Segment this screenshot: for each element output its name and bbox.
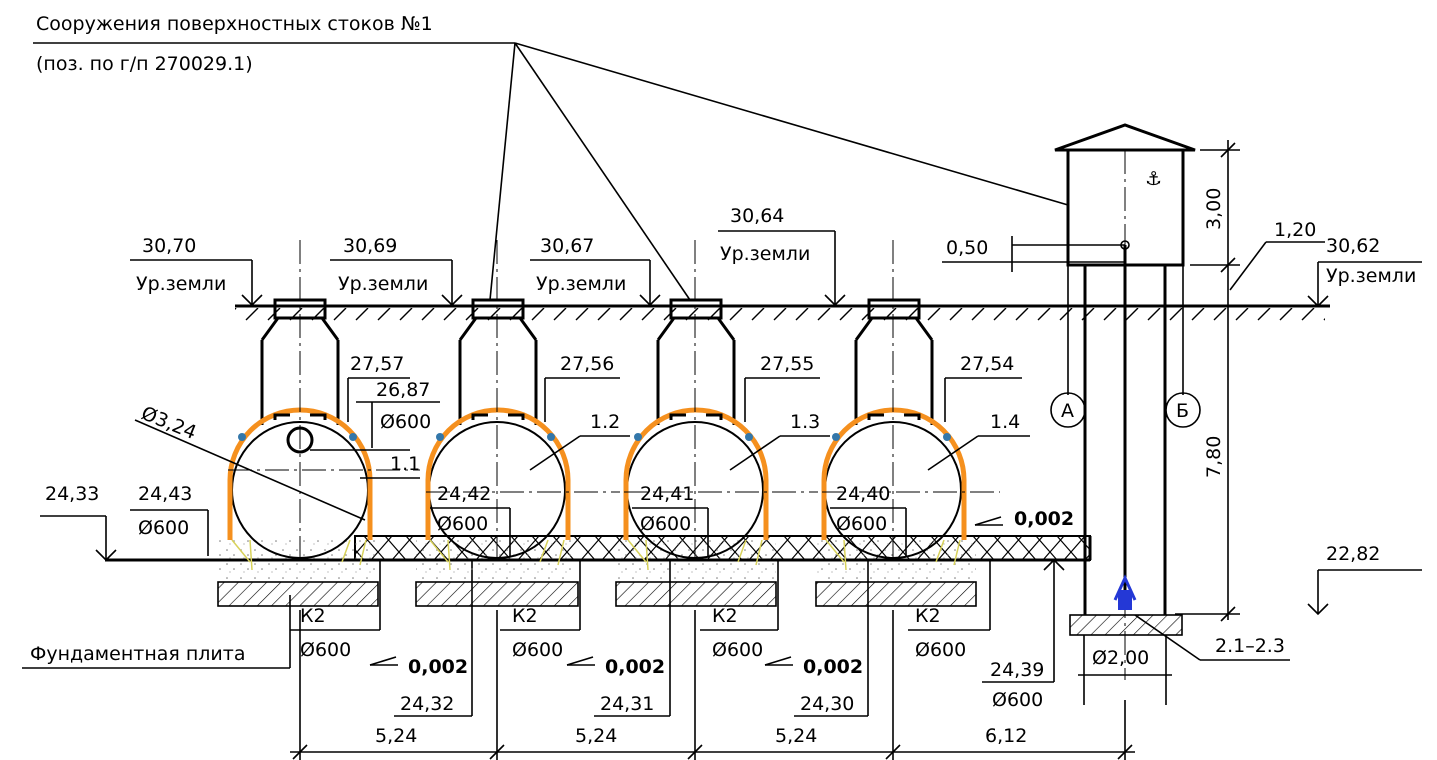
well: ⚓ А Б 3,00 7,80 1,20 0,50 22,82 Ø2,00 2.…: [942, 123, 1422, 705]
svg-text:30,64: 30,64: [730, 205, 784, 227]
ground-level-2: 30,69 Ур.земли: [330, 235, 463, 307]
tank-2: 27,56 1.2 24,42 Ø600 К2 Ø600 0,002 24,31…: [415, 240, 671, 747]
svg-text:26,87: 26,87: [376, 379, 430, 401]
svg-text:Ø600: Ø600: [836, 513, 887, 535]
tank-3: 27,55 1.3 24,41 Ø600 К2 Ø600 0,002 24,30…: [615, 240, 869, 747]
svg-text:1.2: 1.2: [590, 411, 620, 433]
svg-text:0,50: 0,50: [946, 237, 988, 259]
callout-subtitle: (поз. по г/п 270029.1): [36, 53, 253, 75]
tank-1: Ø3,24 27,57 26,87 Ø600 1.1 24,43 Ø600 К2…: [130, 240, 473, 747]
tank-diameter-label: Ø3,24: [138, 402, 199, 444]
well-height: 3,00: [1203, 188, 1225, 230]
end-level: 24,39 Ø600: [982, 558, 1065, 711]
ground-level-3: 30,67 Ур.земли: [530, 235, 661, 307]
svg-text:Ø600: Ø600: [992, 689, 1043, 711]
svg-text:Ø600: Ø600: [300, 639, 351, 661]
svg-text:5,24: 5,24: [575, 725, 617, 747]
svg-text:Ур.земли: Ур.земли: [536, 273, 626, 295]
svg-text:24,32: 24,32: [400, 693, 454, 715]
ground-level-4: 30,64 Ур.земли: [718, 205, 846, 307]
svg-text:⚓: ⚓: [1145, 168, 1162, 190]
ground-level-5: 30,62 Ур.земли: [1307, 235, 1422, 308]
foundation-label: Фундаментная плита: [22, 595, 291, 669]
axis-a-label: А: [1061, 400, 1074, 422]
svg-text:К2: К2: [712, 605, 738, 627]
svg-text:24,41: 24,41: [640, 483, 694, 505]
svg-text:24,43: 24,43: [138, 483, 192, 505]
svg-text:Ур.земли: Ур.земли: [136, 273, 226, 295]
svg-text:24,33: 24,33: [45, 483, 99, 505]
well-depth: 7,80: [1203, 436, 1225, 478]
svg-text:2.1–2.3: 2.1–2.3: [1215, 635, 1285, 657]
svg-text:24,30: 24,30: [800, 693, 854, 715]
svg-text:Ø2,00: Ø2,00: [1092, 647, 1149, 669]
left-level: 24,33: [40, 483, 117, 562]
svg-text:Ø600: Ø600: [380, 411, 431, 433]
axis-b-label: Б: [1176, 400, 1189, 422]
svg-text:Ø600: Ø600: [512, 639, 563, 661]
svg-text:5,24: 5,24: [775, 725, 817, 747]
svg-text:Ø600: Ø600: [437, 513, 488, 535]
svg-text:Ø600: Ø600: [640, 513, 691, 535]
ground-level-1: 30,70 Ур.земли: [130, 235, 263, 307]
svg-text:30,67: 30,67: [540, 235, 594, 257]
svg-text:1.1: 1.1: [390, 453, 420, 475]
svg-text:Ур.земли: Ур.земли: [1326, 265, 1416, 287]
svg-text:1.4: 1.4: [990, 411, 1020, 433]
svg-text:27,57: 27,57: [350, 353, 404, 375]
svg-text:24,40: 24,40: [836, 483, 890, 505]
svg-text:Ур.земли: Ур.земли: [338, 273, 428, 295]
svg-text:0,002: 0,002: [408, 656, 468, 678]
svg-text:К2: К2: [300, 605, 326, 627]
svg-text:27,55: 27,55: [760, 353, 814, 375]
svg-text:Фундаментная плита: Фундаментная плита: [30, 643, 245, 665]
svg-text:30,70: 30,70: [142, 235, 196, 257]
callout-title: Сооружения поверхностных стоков №1: [36, 13, 433, 35]
svg-text:0,002: 0,002: [605, 656, 665, 678]
main-slope: 0,002: [974, 508, 1074, 530]
svg-text:24,31: 24,31: [600, 693, 654, 715]
svg-text:Ø600: Ø600: [915, 639, 966, 661]
svg-text:27,54: 27,54: [960, 353, 1014, 375]
svg-text:24,39: 24,39: [990, 659, 1044, 681]
svg-text:К2: К2: [512, 605, 538, 627]
svg-text:30,62: 30,62: [1326, 235, 1380, 257]
svg-text:5,24: 5,24: [375, 725, 417, 747]
tank-4: 27,54 1.4 24,40 Ø600 К2 Ø600: [815, 240, 1030, 661]
svg-text:30,69: 30,69: [343, 235, 397, 257]
svg-text:Ø600: Ø600: [712, 639, 763, 661]
svg-text:27,56: 27,56: [560, 353, 614, 375]
svg-text:0,002: 0,002: [1014, 508, 1074, 530]
svg-text:1.3: 1.3: [790, 411, 820, 433]
svg-text:24,42: 24,42: [437, 483, 491, 505]
svg-text:1,20: 1,20: [1274, 219, 1316, 241]
svg-text:К2: К2: [915, 605, 941, 627]
dimension-line: 6,12: [290, 610, 1135, 760]
svg-text:6,12: 6,12: [985, 725, 1027, 747]
svg-text:Ø600: Ø600: [138, 517, 189, 539]
svg-text:22,82: 22,82: [1326, 543, 1380, 565]
svg-text:0,002: 0,002: [803, 656, 863, 678]
callout: Сооружения поверхностных стоков №1 (поз.…: [33, 13, 1069, 301]
svg-text:Ур.земли: Ур.земли: [720, 243, 810, 265]
